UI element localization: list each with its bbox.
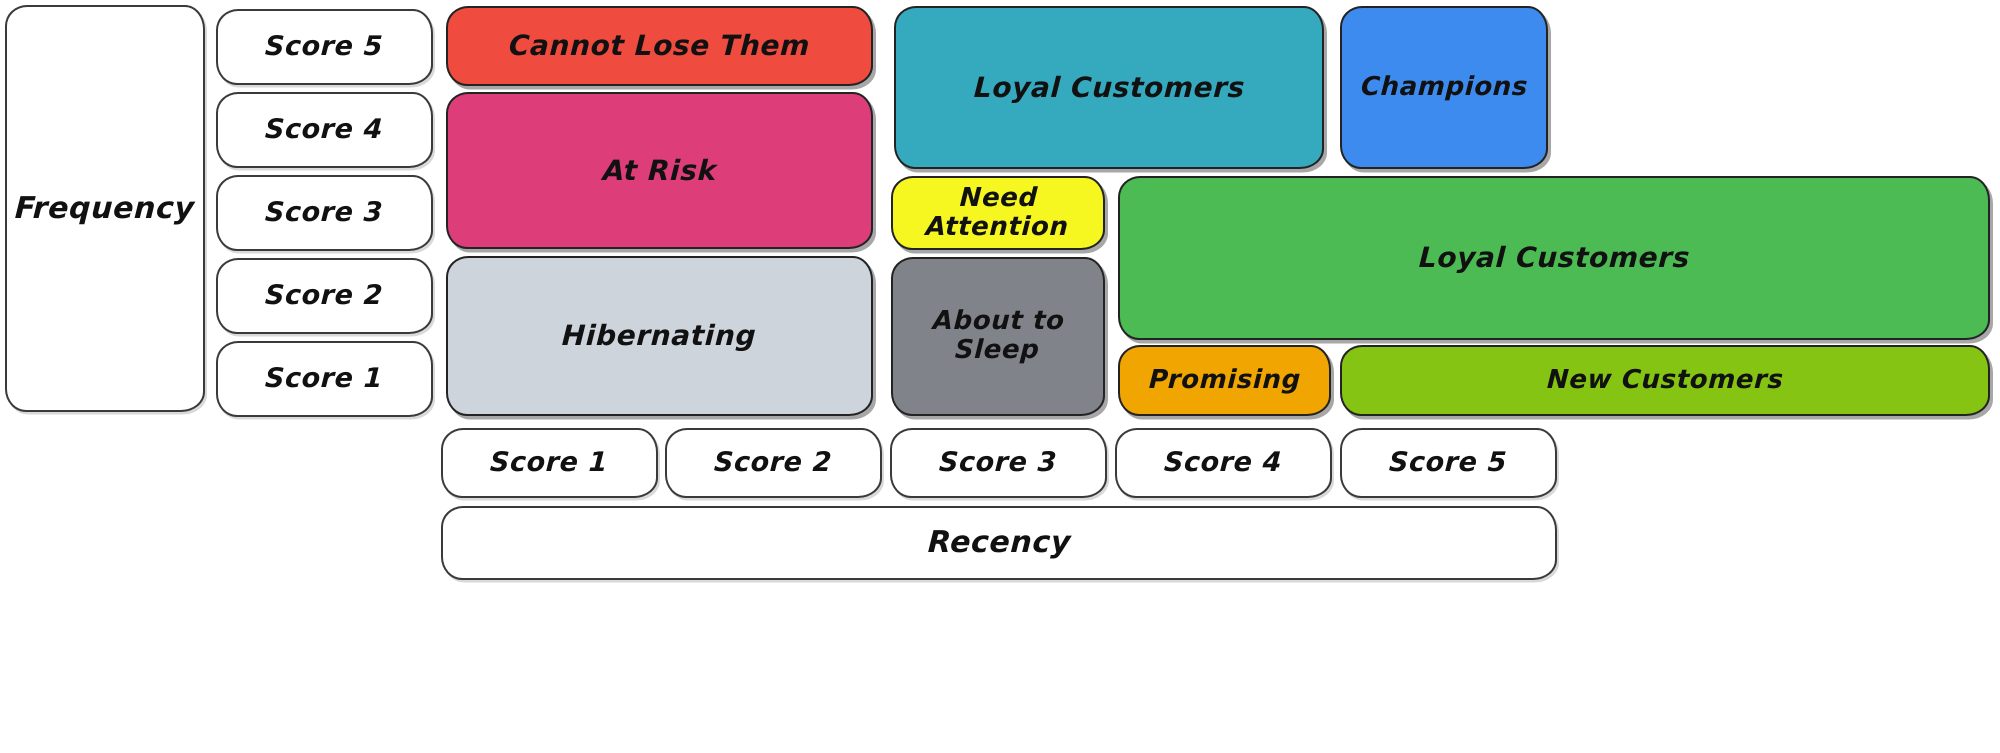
frequency-axis-text: Frequency	[14, 190, 196, 226]
segment-need-attention[interactable]: Need Attention	[891, 176, 1105, 250]
segment-hibernating-label: Hibernating	[561, 319, 758, 353]
recency-score-4-label: Score 4	[1163, 446, 1284, 478]
recency-score-3[interactable]: Score 3	[890, 428, 1107, 498]
segment-need-attention-label: Need Attention	[925, 182, 1070, 242]
segment-promising-label: Promising	[1147, 364, 1302, 395]
frequency-score-5[interactable]: Score 5	[216, 9, 433, 85]
segment-about-to-sleep-label: About to Sleep	[932, 306, 1066, 366]
segment-loyal-customers-teal[interactable]: Loyal Customers	[894, 6, 1324, 169]
recency-score-4[interactable]: Score 4	[1115, 428, 1332, 498]
frequency-score-1-label: Score 1	[264, 362, 385, 394]
segment-promising[interactable]: Promising	[1118, 345, 1331, 416]
recency-axis-text: Recency	[926, 525, 1072, 561]
segment-at-risk-label: At Risk	[601, 153, 718, 187]
recency-axis-label: Recency	[441, 506, 1557, 580]
frequency-score-4[interactable]: Score 4	[216, 92, 433, 168]
segment-cannot-lose-them-label: Cannot Lose Them	[508, 29, 811, 63]
segment-loyal-customers-teal-label: Loyal Customers	[972, 70, 1246, 104]
segment-new-customers[interactable]: New Customers	[1340, 345, 1990, 416]
frequency-score-3-label: Score 3	[264, 196, 385, 228]
segment-cannot-lose-them[interactable]: Cannot Lose Them	[446, 6, 873, 86]
frequency-score-2-label: Score 2	[264, 279, 385, 311]
recency-score-5-label: Score 5	[1388, 446, 1509, 478]
segment-about-to-sleep[interactable]: About to Sleep	[891, 257, 1105, 416]
segment-champions-label: Champions	[1359, 71, 1529, 102]
segment-loyal-customers-green-label: Loyal Customers	[1417, 241, 1691, 275]
recency-score-1-label: Score 1	[489, 446, 610, 478]
frequency-score-1[interactable]: Score 1	[216, 341, 433, 417]
recency-score-2-label: Score 2	[713, 446, 834, 478]
recency-score-3-label: Score 3	[938, 446, 1059, 478]
segment-champions[interactable]: Champions	[1340, 6, 1548, 169]
segment-new-customers-label: New Customers	[1545, 364, 1785, 395]
frequency-score-4-label: Score 4	[264, 113, 385, 145]
segment-hibernating[interactable]: Hibernating	[446, 256, 873, 416]
frequency-axis-label: Frequency	[5, 5, 205, 412]
segment-at-risk[interactable]: At Risk	[446, 92, 873, 249]
frequency-score-5-label: Score 5	[264, 30, 385, 62]
recency-score-5[interactable]: Score 5	[1340, 428, 1557, 498]
segment-loyal-customers-green[interactable]: Loyal Customers	[1118, 176, 1990, 340]
frequency-score-2[interactable]: Score 2	[216, 258, 433, 334]
recency-score-1[interactable]: Score 1	[441, 428, 658, 498]
recency-score-2[interactable]: Score 2	[665, 428, 882, 498]
frequency-score-3[interactable]: Score 3	[216, 175, 433, 251]
